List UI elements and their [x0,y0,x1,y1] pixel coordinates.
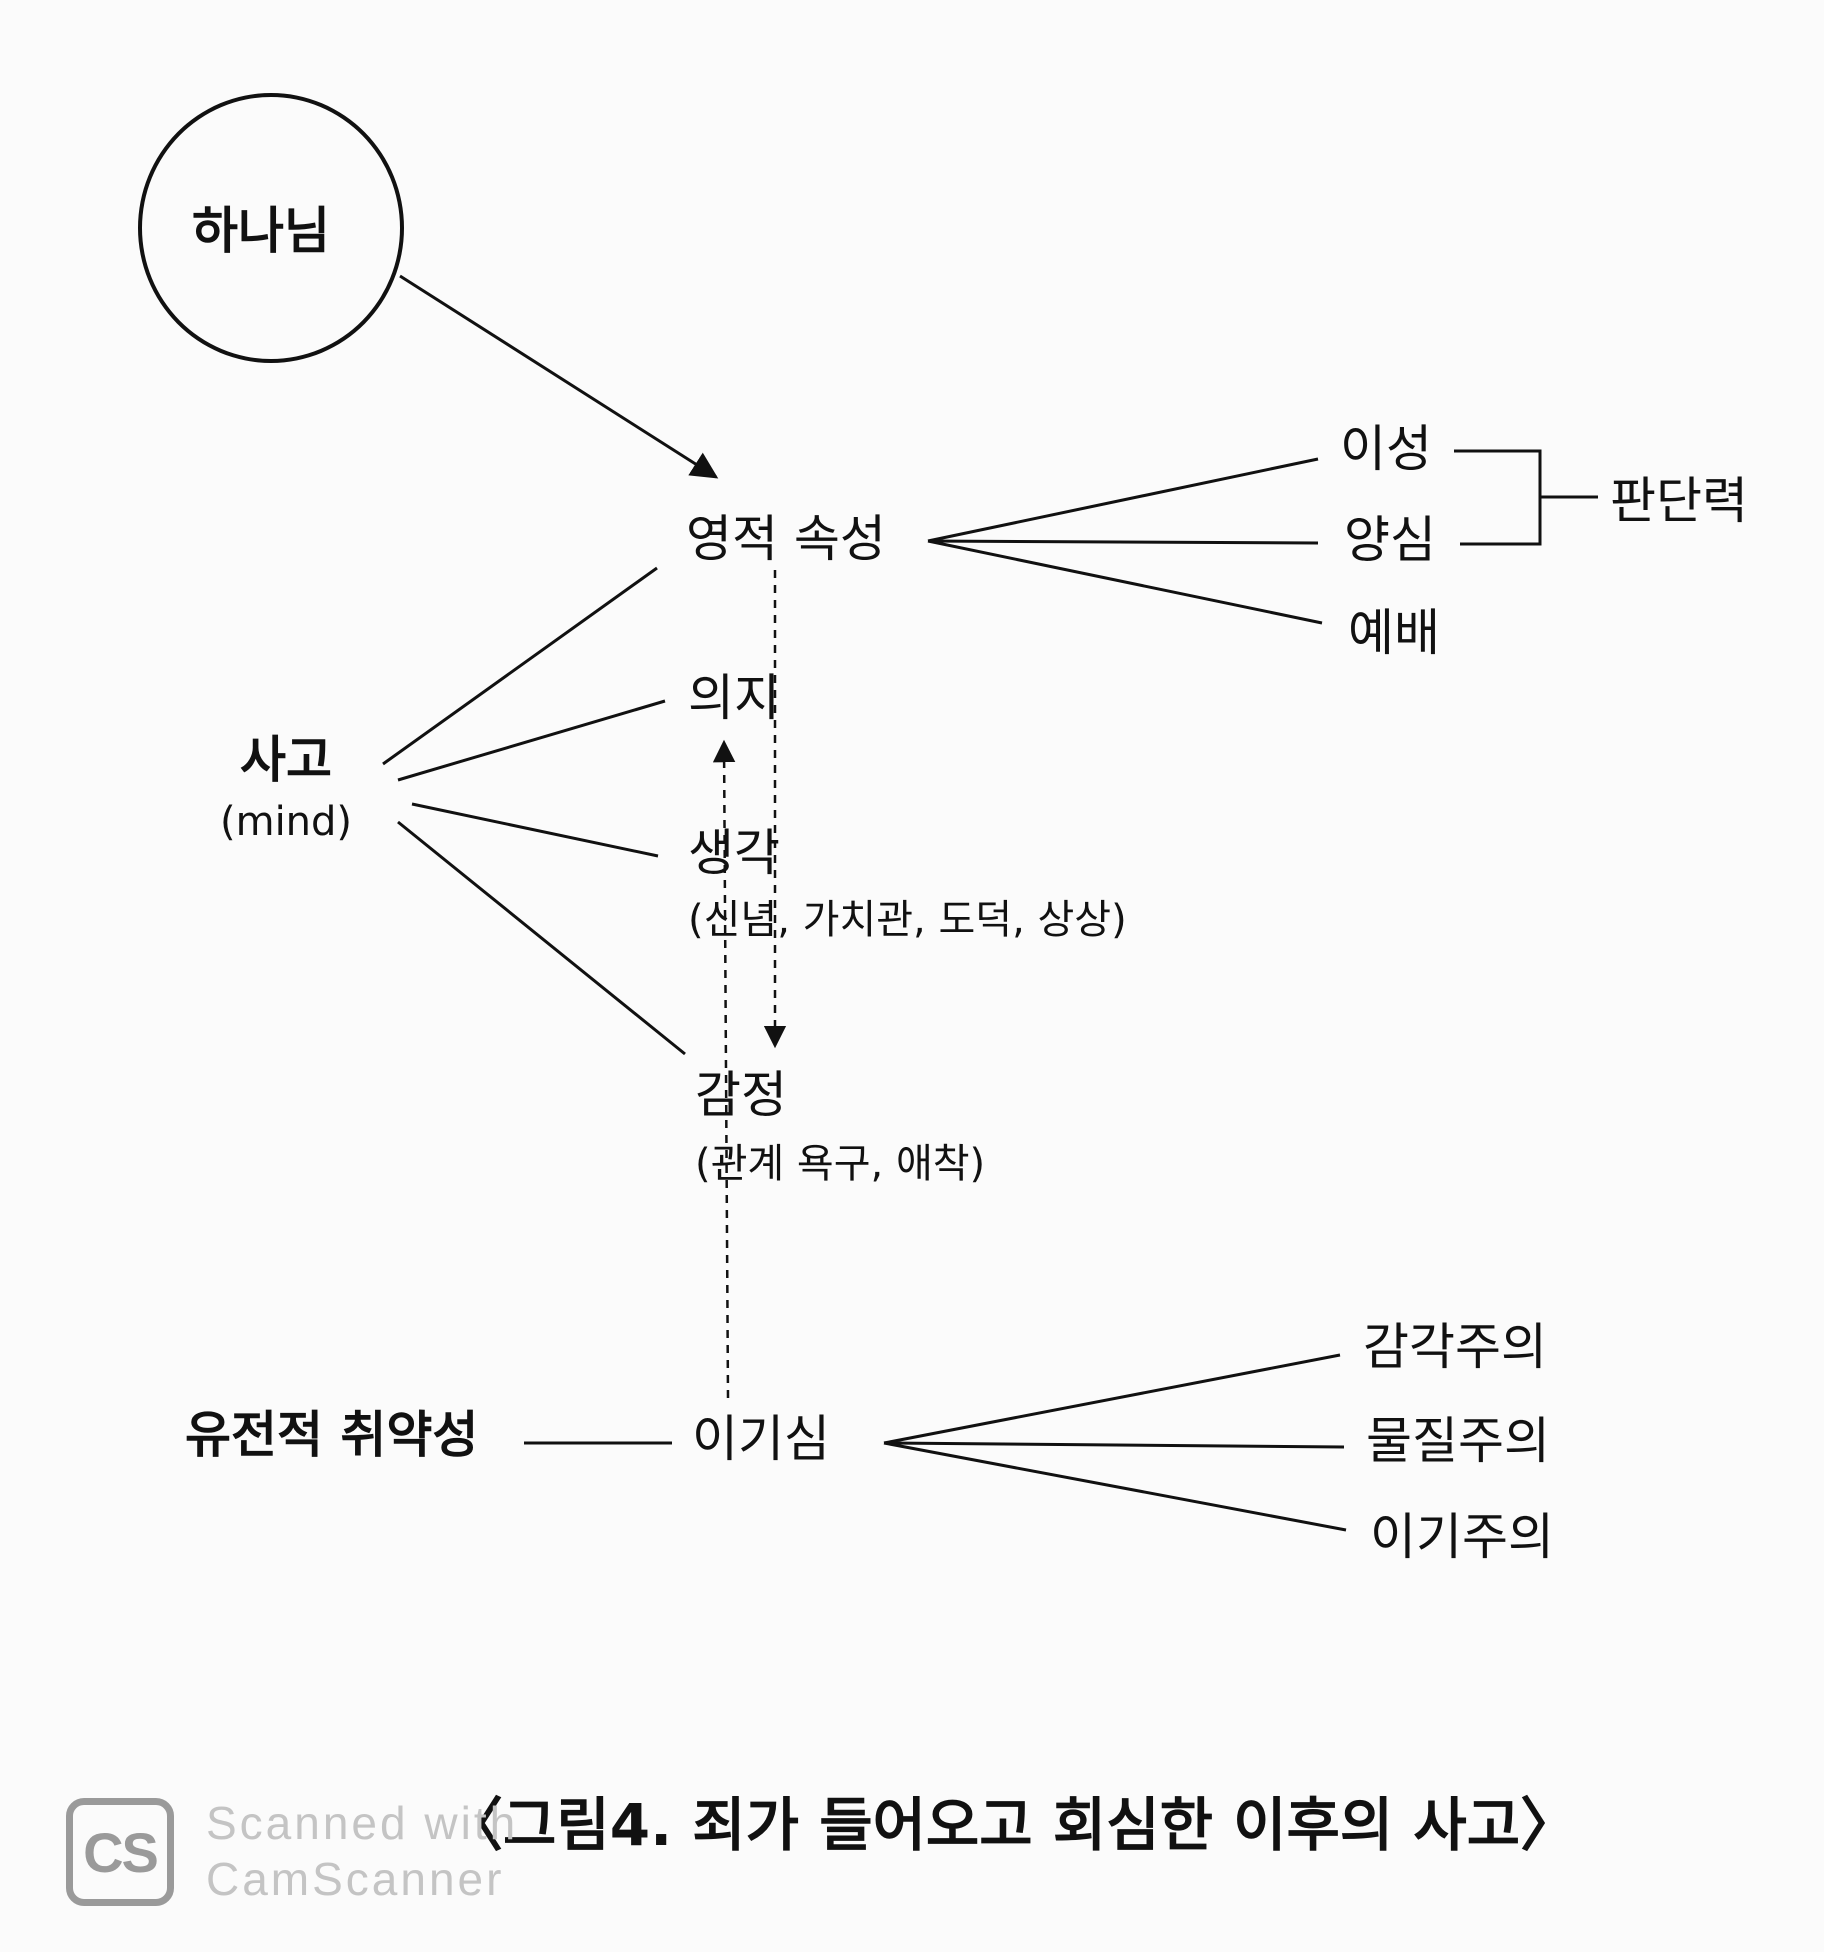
conscience-label: 양심 [1344,511,1436,569]
thought-label: 생각 [688,824,780,882]
materialism-label: 물질주의 [1366,1412,1550,1470]
will-label: 의지 [688,669,780,727]
emotion-label: 감정 [695,1066,787,1124]
dashed-arrow-up [712,739,736,1399]
judgment-label: 판단력 [1610,472,1748,530]
line-selfish-sensualism [883,1353,1341,1445]
god-label: 하나님 [192,202,330,260]
reason-label: 이성 [1340,420,1432,478]
line-mind-will [397,699,666,782]
arrow-god-to-spiritual [399,274,719,479]
figure-caption: 〈그림4. 죄가 들어오고 회심한 이후의 사고〉 [445,1791,1579,1859]
line-mind-spiritual [382,566,658,766]
line-mind-thought [411,802,659,858]
line-mind-emotion [397,820,686,1056]
line-selfish-materialism [883,1441,1345,1449]
mind-title: 사고 [240,731,332,789]
egoism-label: 이기주의 [1370,1508,1554,1566]
camscanner-logo: CS [66,1798,174,1906]
bracket-judgment [1454,449,1542,546]
worship-label: 예배 [1348,604,1440,662]
selfishness-label: 이기심 [692,1410,830,1468]
thought-detail: (신념, 가치관, 도덕, 상상) [688,897,1127,943]
line-spiritual-worship [927,539,1323,625]
line-spiritual-conscience [927,539,1319,545]
god-circle [138,93,404,363]
genetic-vulnerability-label: 유전적 취약성 [185,1406,479,1464]
mind-subtitle: (mind) [220,799,353,845]
line-selfish-egoism [883,1441,1347,1532]
line-spiritual-reason [927,457,1319,543]
spiritual-attribute-label: 영적 속성 [686,510,886,568]
watermark-line2: CamScanner [206,1853,505,1905]
sensualism-label: 감각주의 [1363,1318,1547,1376]
emotion-detail: (관계 욕구, 애착) [695,1141,986,1187]
watermark-line1: Scanned with [206,1797,519,1849]
